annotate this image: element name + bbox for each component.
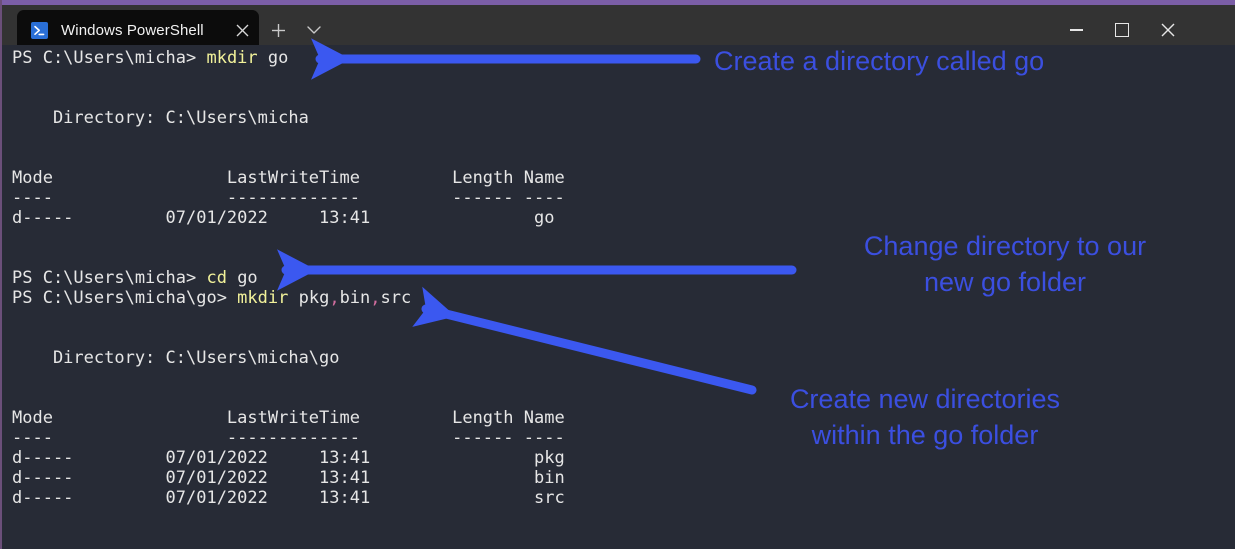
terminal-text: Mode LastWriteTime Length Name (12, 168, 565, 188)
window-accent-line (2, 0, 1235, 5)
annotation-change-directory: Change directory to our new go folder (863, 231, 1147, 297)
terminal-text: d----- 07/01/2022 13:41 src (12, 488, 565, 508)
terminal-text: Directory: C:\Users\micha (12, 108, 309, 128)
terminal-line: Directory: C:\Users\micha\go (12, 348, 340, 368)
minimize-icon[interactable] (1053, 10, 1099, 50)
terminal-line: PS C:\Users\micha> mkdir go (12, 48, 288, 68)
title-bar: Windows PowerShell (2, 5, 1235, 50)
terminal-text: Mode LastWriteTime Length Name (12, 408, 565, 428)
tab-title: Windows PowerShell (61, 21, 204, 39)
terminal-text: PS C:\Users\micha> (12, 268, 207, 288)
annotation-create-new-directories: Create new directories within the go fol… (789, 384, 1061, 450)
terminal-line: d----- 07/01/2022 13:41 pkg (12, 448, 565, 468)
terminal-text: ---- ------------- ------ ---- (12, 428, 565, 448)
terminal-line: ---- ------------- ------ ---- (12, 428, 565, 448)
terminal-text: , (329, 288, 340, 308)
maximize-icon[interactable] (1099, 10, 1145, 50)
terminal-command: cd (206, 268, 227, 288)
plus-icon[interactable] (260, 10, 296, 50)
terminal-line: PS C:\Users\micha\go> mkdir pkg,bin,src (12, 288, 411, 308)
terminal-line: d----- 07/01/2022 13:41 src (12, 488, 565, 508)
terminal-text: PS C:\Users\micha> (12, 48, 207, 68)
terminal-line: d----- 07/01/2022 13:41 bin (12, 468, 565, 488)
annotation-create-directory: Create a directory called go (714, 46, 1045, 76)
terminal-text: pkg (288, 288, 330, 308)
terminal-line: d----- 07/01/2022 13:41 go (12, 208, 554, 228)
terminal-line: Mode LastWriteTime Length Name (12, 408, 565, 428)
terminal-line: Mode LastWriteTime Length Name (12, 168, 565, 188)
terminal-output[interactable]: PS C:\Users\micha> mkdir go Directory: C… (4, 45, 1235, 549)
terminal-text: d----- 07/01/2022 13:41 bin (12, 468, 565, 488)
tab-windows-powershell[interactable]: Windows PowerShell (17, 10, 259, 50)
terminal-line: PS C:\Users\micha> cd go (12, 268, 258, 288)
terminal-text: Directory: C:\Users\micha\go (12, 348, 340, 368)
terminal-text: go (257, 48, 289, 68)
close-icon[interactable] (1145, 10, 1191, 50)
terminal-text: src (380, 288, 412, 308)
chevron-down-icon[interactable] (296, 10, 332, 50)
terminal-text: PS C:\Users\micha\go> (12, 288, 238, 308)
terminal-line: Directory: C:\Users\micha (12, 108, 309, 128)
powershell-icon (31, 21, 48, 39)
terminal-command: mkdir (237, 288, 289, 308)
terminal-text: d----- 07/01/2022 13:41 pkg (12, 448, 565, 468)
terminal-text: , (370, 288, 381, 308)
close-icon[interactable] (225, 10, 259, 50)
terminal-text: bin (339, 288, 371, 308)
terminal-text: ---- ------------- ------ ---- (12, 188, 565, 208)
terminal-line: ---- ------------- ------ ---- (12, 188, 565, 208)
terminal-command: mkdir (206, 48, 258, 68)
terminal-text: d----- 07/01/2022 13:41 go (12, 208, 555, 228)
terminal-text: go (226, 268, 258, 288)
